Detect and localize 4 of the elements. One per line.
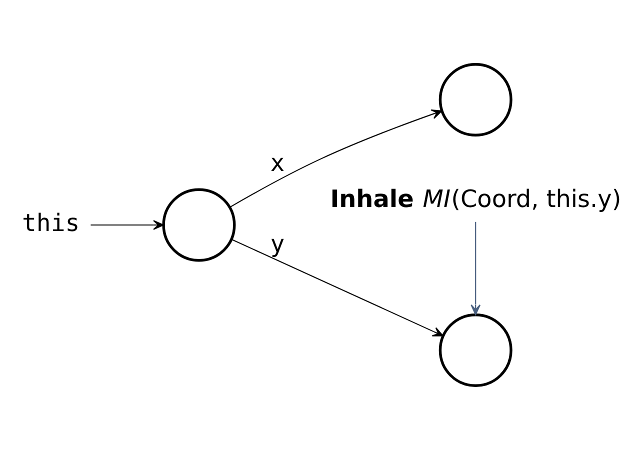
- edge-label: x: [270, 149, 285, 178]
- node-text: Inhale MI(Coord, this.y): [330, 185, 622, 214]
- edge-label: y: [270, 230, 285, 258]
- node-text: this: [22, 209, 80, 238]
